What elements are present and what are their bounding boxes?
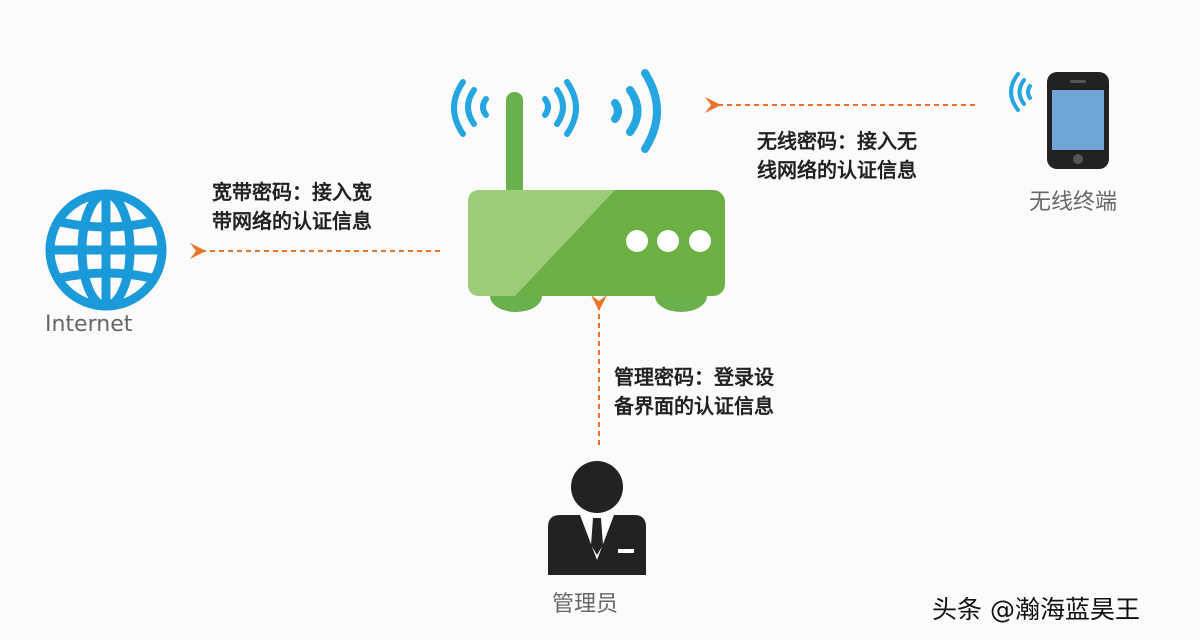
- internet-label: Internet: [45, 312, 133, 337]
- label-line: 管理密码：登录设: [614, 365, 774, 389]
- status-light: [657, 230, 679, 252]
- status-light: [689, 230, 711, 252]
- smartphone-icon: [1047, 72, 1109, 169]
- router-icon: [468, 92, 725, 312]
- admin-label: 管理员: [552, 592, 619, 617]
- label-line: 备界面的认证信息: [614, 394, 774, 418]
- watermark: 头条 @瀚海蓝昊王: [932, 595, 1140, 624]
- label-line: 线网络的认证信息: [757, 158, 917, 182]
- globe-icon: [45, 189, 167, 311]
- label-line: 宽带密码：接入宽: [212, 180, 372, 204]
- wifi-signal-icon: [451, 69, 661, 153]
- status-light: [626, 230, 648, 252]
- wireless-password-label: 无线密码：接入无 线网络的认证信息: [757, 127, 917, 185]
- admin-user-icon: [548, 461, 646, 575]
- label-line: 带网络的认证信息: [212, 209, 372, 233]
- wireless-terminal-label: 无线终端: [1029, 190, 1118, 215]
- wifi-signal-icon: [1009, 72, 1032, 112]
- management-password-label: 管理密码：登录设 备界面的认证信息: [614, 363, 774, 421]
- label-line: 无线密码：接入无: [757, 129, 917, 153]
- broadband-password-label: 宽带密码：接入宽 带网络的认证信息: [212, 178, 372, 236]
